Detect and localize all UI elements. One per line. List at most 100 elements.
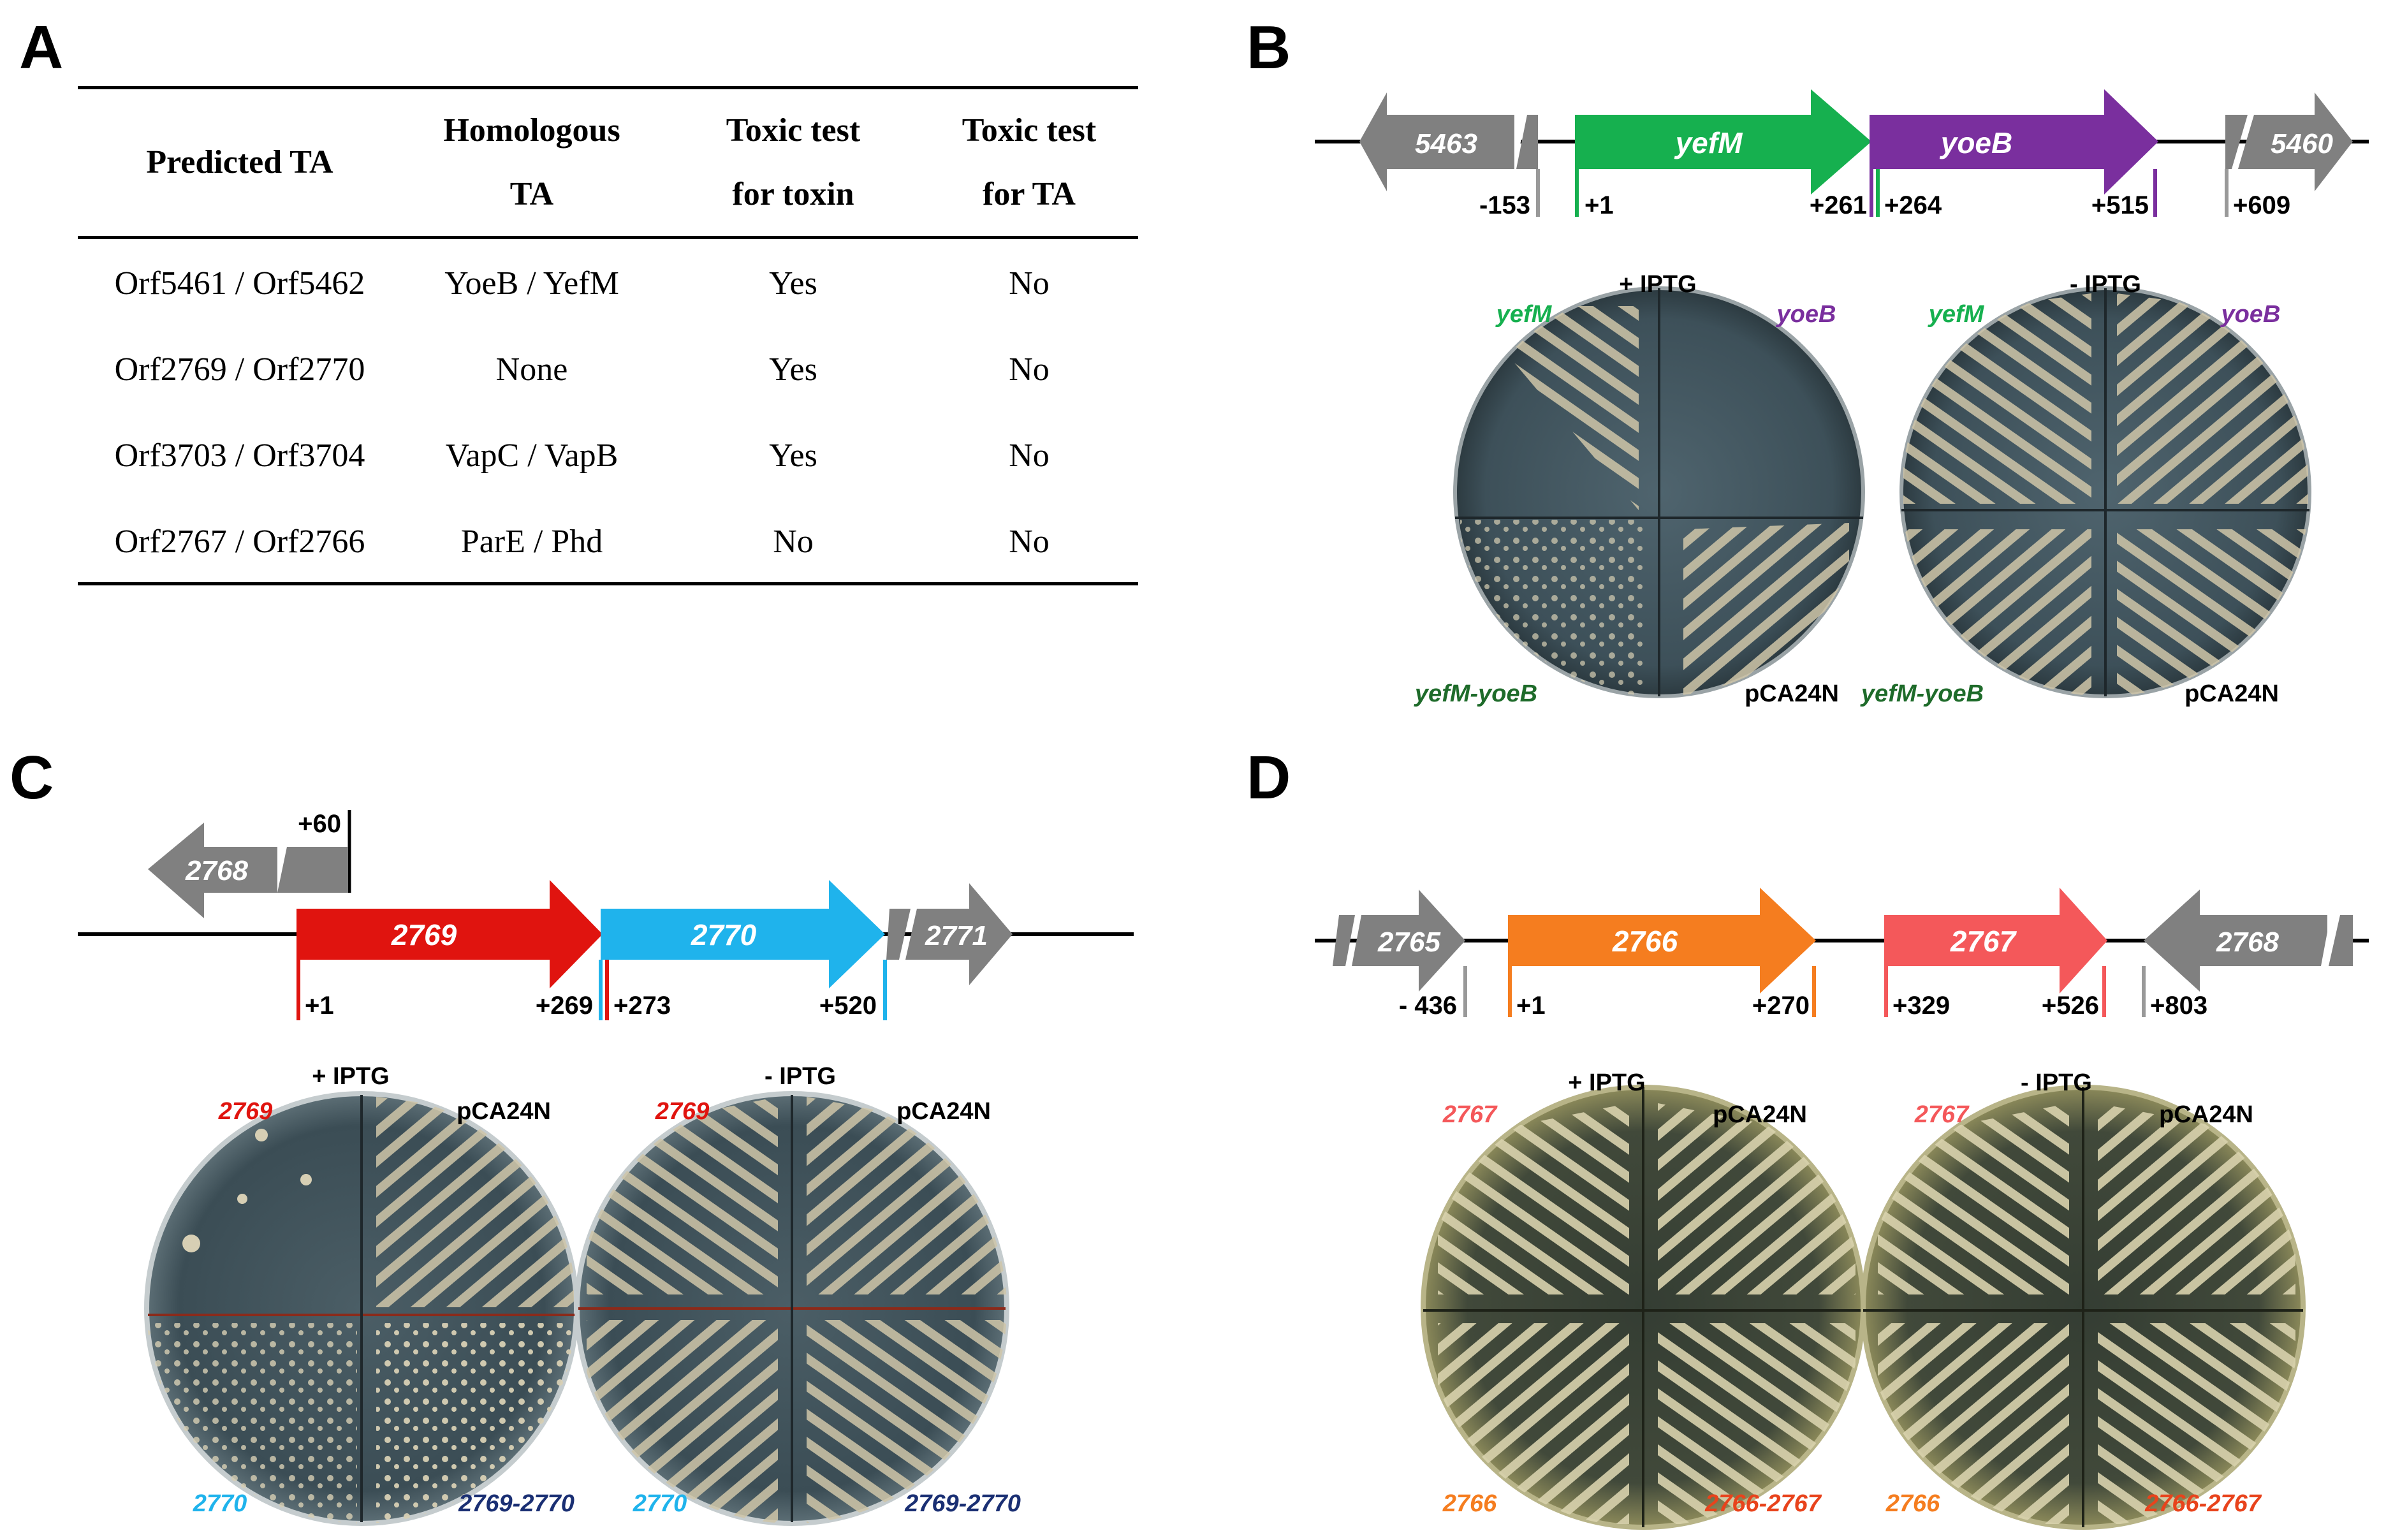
plate-label-pca24n: pCA24N [2185, 680, 2279, 707]
header-homologous-ta: TA [509, 176, 554, 212]
pos-label: +1 [305, 992, 334, 1020]
plate-label-pca24n: pCA24N [1713, 1101, 1807, 1128]
row1-toxin-test: Yes [769, 265, 817, 302]
gene-2769-arrow [296, 880, 603, 988]
row1-homolog: YoeB / YefM [444, 265, 619, 302]
pos-label: +803 [2150, 992, 2207, 1020]
header-toxic-toxin-2: for toxin [732, 176, 854, 212]
gene-2767-label: 2767 [1950, 925, 2017, 958]
row4-ta: Orf2767 / Orf2766 [114, 524, 365, 560]
gene-2768-arrow [2144, 890, 2327, 992]
pos-label: -153 [1479, 191, 1530, 219]
header-toxic-toxin-1: Toxic test [726, 112, 861, 149]
pos-label: - 436 [1399, 992, 1457, 1020]
row3-homolog: VapC / VapB [445, 437, 618, 474]
row2-ta-test: No [1009, 351, 1050, 388]
plate-label-2770: 2770 [633, 1490, 687, 1517]
plate-label-yoeb: yoeB [1776, 301, 1836, 328]
plate-label-2767: 2767 [1914, 1101, 1970, 1128]
gene-5460-arrow [2238, 92, 2353, 191]
plate-label-2769: 2769 [218, 1098, 273, 1125]
plate-label-pca24n: pCA24N [1745, 680, 1839, 707]
row1-ta: Orf5461 / Orf5462 [114, 265, 365, 302]
plate-label-2770: 2770 [193, 1490, 247, 1517]
gene-2765-arrow [1352, 890, 1465, 992]
plate-c-plus-iptg [144, 1091, 579, 1526]
row3-ta-test: No [1009, 437, 1050, 474]
gene-2769-label: 2769 [391, 918, 457, 951]
plate-c-minus-iptg [575, 1091, 1009, 1526]
row2-ta: Orf2769 / Orf2770 [114, 351, 365, 388]
gene-yoeb-label: yoeB [1940, 126, 2012, 159]
row1-ta-test: No [1009, 265, 1050, 302]
pos-label: +273 [613, 992, 671, 1020]
plate-condition: - IPTG [2021, 1069, 2092, 1096]
header-toxic-ta-1: Toxic test [962, 112, 1097, 149]
gene-2768-label: 2768 [185, 855, 248, 886]
plate-condition: - IPTG [2070, 271, 2141, 298]
plate-condition: + IPTG [1619, 271, 1696, 298]
panel-b-gene-map [1315, 89, 2369, 217]
gene-2771-arrow [905, 883, 1013, 985]
gene-5463-arrow [1359, 92, 1514, 191]
header-toxic-ta-2: for TA [983, 176, 1076, 212]
plate-label-2769-2770: 2769-2770 [904, 1490, 1021, 1517]
plate-label-2766: 2766 [1885, 1490, 1940, 1517]
plate-label-pca24n: pCA24N [2159, 1101, 2253, 1128]
gene-2770-label: 2770 [691, 918, 757, 951]
panel-c-gene-map [78, 810, 1134, 1020]
pos-label: +261 [1810, 191, 1867, 219]
row3-toxin-test: Yes [769, 437, 817, 474]
pos-label: +269 [536, 992, 593, 1020]
table-bottom-rule [78, 582, 1138, 585]
plate-condition: + IPTG [1568, 1069, 1645, 1096]
pos-label: +520 [819, 992, 877, 1020]
row4-ta-test: No [1009, 524, 1050, 560]
pos-label: +60 [298, 810, 341, 838]
panel-label-c: C [10, 744, 54, 812]
plate-label-yefm-yoeb: yefM-yoeB [1860, 680, 1984, 707]
plate-label-yefm: yefM [1495, 301, 1553, 328]
plate-b-plus-iptg [1453, 286, 1865, 698]
gene-2765-label: 2765 [1377, 927, 1440, 958]
gene-2770-arrow [601, 880, 885, 988]
plate-label-2766: 2766 [1442, 1490, 1497, 1517]
plate-condition: + IPTG [312, 1063, 389, 1090]
gene-2768-arrow [148, 823, 277, 918]
plate-label-2769-2770: 2769-2770 [458, 1490, 575, 1517]
pos-label: +1 [1516, 992, 1546, 1020]
plate-label-pca24n: pCA24N [457, 1098, 551, 1125]
panel-label-d: D [1247, 744, 1291, 812]
plate-label-2769: 2769 [655, 1098, 710, 1125]
plate-condition: - IPTG [765, 1063, 836, 1090]
row4-toxin-test: No [773, 524, 814, 560]
plate-label-2766-2767: 2766-2767 [2144, 1490, 2262, 1517]
header-homologous: Homologous [443, 112, 620, 149]
pos-label: +329 [1892, 992, 1950, 1020]
gene-5460-label: 5460 [2271, 128, 2333, 159]
plate-label-yoeb: yoeB [2220, 301, 2281, 328]
plate-label-2767: 2767 [1442, 1101, 1498, 1128]
pos-label: +526 [2042, 992, 2099, 1020]
plate-b-minus-iptg [1899, 286, 2311, 698]
row2-toxin-test: Yes [769, 351, 817, 388]
panel-label-b: B [1247, 13, 1291, 82]
plate-d-plus-iptg [1421, 1085, 1866, 1530]
plate-label-2766-2767: 2766-2767 [1704, 1490, 1822, 1517]
gene-2771-label: 2771 [925, 920, 988, 951]
table-top-rule [78, 86, 1138, 89]
gene-5463-label: 5463 [1415, 128, 1477, 159]
header-predicted-ta: Predicted TA [146, 144, 333, 180]
plate-label-yefm: yefM [1928, 301, 1985, 328]
gene-yoeb-arrow [1870, 89, 2158, 194]
plate-d-minus-iptg [1861, 1085, 2306, 1530]
panel-label-a: A [19, 13, 64, 82]
plate-label-yefm-yoeb: yefM-yoeB [1414, 680, 1537, 707]
gene-2768-label: 2768 [2216, 927, 2279, 958]
gene-yefm-label: yefM [1674, 126, 1743, 159]
panel-d-gene-map [1315, 888, 2369, 1017]
gene-2767-arrow [1884, 888, 2107, 994]
plate-label-pca24n: pCA24N [897, 1098, 991, 1125]
row3-ta: Orf3703 / Orf3704 [114, 437, 365, 474]
